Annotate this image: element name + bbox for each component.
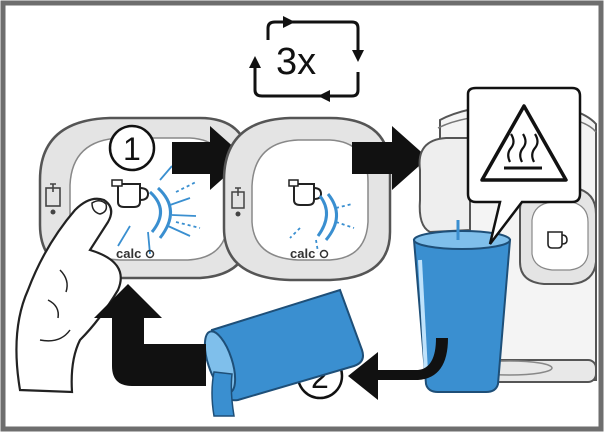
cycle-arrowhead-top <box>283 16 295 28</box>
repeat-cycle-indicator: 3x <box>249 16 364 102</box>
calc-label-left: calc <box>116 246 141 261</box>
cycle-arrowhead-left <box>249 56 261 68</box>
finger-nail <box>91 200 108 215</box>
cycle-arrow-top <box>266 20 360 56</box>
repeat-count-label: 3x <box>276 41 316 83</box>
water-glass-rim <box>413 230 511 250</box>
cup-icon-machine <box>547 231 568 249</box>
cycle-arrowhead-right <box>352 50 364 62</box>
pressing-finger <box>15 197 122 394</box>
step-1-marker: 1 <box>108 124 156 172</box>
hot-surface-warning-icon <box>480 104 568 182</box>
pouring-glass <box>203 288 364 417</box>
cup-icon-middle <box>288 179 323 206</box>
step-1-label: 1 <box>123 131 141 167</box>
cycle-arrowhead-bottom <box>318 90 330 102</box>
calc-indicator-dot-left <box>145 249 155 259</box>
water-glass-highlight <box>418 259 428 373</box>
cup-icon <box>111 179 150 208</box>
hot-surface-warning-callout <box>466 86 582 245</box>
calc-label-middle: calc <box>290 246 315 261</box>
button-glow-lines <box>117 165 201 255</box>
arrow-return-to-pour <box>348 338 448 400</box>
pouring-water-stream <box>211 371 235 417</box>
machine-head <box>418 137 471 234</box>
button-glow-lines-middle <box>289 193 355 253</box>
cycle-arrow-bottom <box>253 60 360 98</box>
descale-indicator-icon-middle <box>231 187 245 217</box>
arrow-back-to-step-1 <box>94 284 206 386</box>
arrow-to-machine <box>352 126 428 190</box>
control-panel-middle: calc <box>222 116 392 282</box>
descale-indicator-icon <box>45 183 61 215</box>
calc-indicator-dot-middle <box>319 249 329 259</box>
